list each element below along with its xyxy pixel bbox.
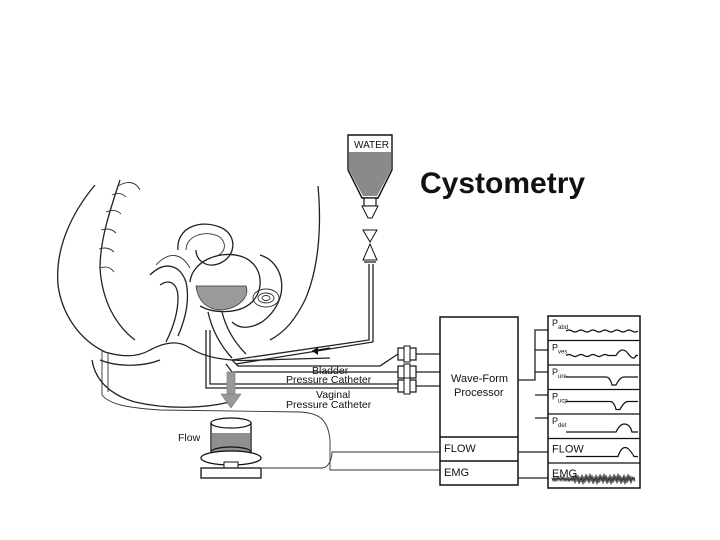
processor-emg-label: EMG bbox=[444, 467, 469, 479]
diagram-title: Cystometry bbox=[420, 167, 585, 200]
water-bag: WATER bbox=[347, 134, 393, 263]
channel-trace-flow bbox=[566, 446, 638, 458]
flow-meter-label: Flow bbox=[178, 432, 201, 444]
bladder-catheter-label-1: Bladder bbox=[312, 365, 349, 377]
channel-trace-det bbox=[566, 423, 638, 433]
channel-trace-abd bbox=[565, 329, 639, 333]
channel-connectors bbox=[518, 329, 548, 479]
channel-trace-emg bbox=[551, 473, 636, 485]
vaginal-catheter-label-2: Pressure Catheter bbox=[286, 399, 372, 411]
channel-trace-ucp bbox=[566, 400, 638, 411]
vaginal-catheter-label-1: Vaginal bbox=[316, 389, 350, 401]
waveform-processor: Wave-Form Processor FLOW EMG bbox=[439, 316, 519, 486]
bladder-catheter-label-2: Pressure Catheter bbox=[286, 374, 372, 386]
processor-flow-label: FLOW bbox=[444, 443, 476, 455]
channel-label-flow: FLOW bbox=[552, 444, 584, 456]
pressure-transducers bbox=[397, 345, 440, 395]
flow-arrow bbox=[220, 371, 242, 409]
processor-label-2: Processor bbox=[454, 387, 504, 399]
water-label: WATER bbox=[354, 140, 389, 151]
channel-trace-ure bbox=[566, 376, 638, 386]
catheter-lines bbox=[101, 330, 440, 471]
flow-meter: Flow bbox=[178, 417, 262, 479]
pelvic-anatomy-illustration bbox=[56, 179, 331, 408]
channel-trace-ves bbox=[565, 349, 638, 359]
processor-label-1: Wave-Form bbox=[451, 373, 508, 385]
